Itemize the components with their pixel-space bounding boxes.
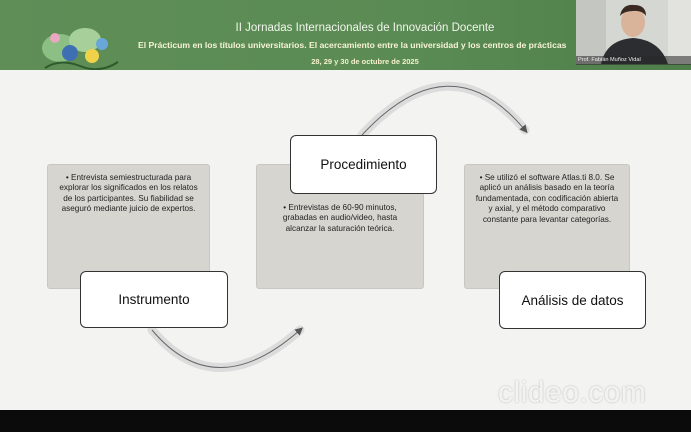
step-label-procedimiento: Procedimiento bbox=[290, 135, 437, 194]
banner-subtitle: El Prácticum en los títulos universitari… bbox=[138, 40, 567, 50]
step-label-instrumento: Instrumento bbox=[80, 271, 228, 328]
step-text-instrumento: • Entrevista semiestructurada para explo… bbox=[59, 173, 198, 214]
conference-banner: II Jornadas Internacionales de Innovació… bbox=[0, 0, 691, 70]
flow-arrows bbox=[147, 81, 530, 372]
step-text-procedimiento: • Entrevistas de 60-90 minutos, grabadas… bbox=[282, 203, 398, 233]
arrow-procedimiento-to-analisis bbox=[357, 81, 530, 140]
speaker-video-icon bbox=[576, 0, 691, 64]
presentation-slide: II Jornadas Internacionales de Innovació… bbox=[0, 0, 691, 410]
watermark-logo: clideo.com bbox=[498, 376, 647, 409]
step-box-analisis: • Se utilizó el software Atlas.ti 8.0. S… bbox=[464, 164, 630, 289]
video-bottom-bar bbox=[0, 410, 691, 432]
floral-illustration bbox=[42, 28, 119, 70]
webcam-caption: Prof. Fabián Muñoz Vidal bbox=[576, 56, 691, 65]
webcam-feed bbox=[576, 0, 691, 64]
arrow-instrumento-to-procedimiento bbox=[147, 325, 305, 372]
banner-date: 28, 29 y 30 de octubre de 2025 bbox=[311, 57, 419, 66]
step-label-analisis: Análisis de datos bbox=[499, 271, 646, 329]
banner-title: II Jornadas Internacionales de Innovació… bbox=[235, 22, 495, 34]
step-text-analisis: • Se utilizó el software Atlas.ti 8.0. S… bbox=[475, 173, 619, 224]
step-box-instrumento: • Entrevista semiestructurada para explo… bbox=[47, 164, 210, 289]
